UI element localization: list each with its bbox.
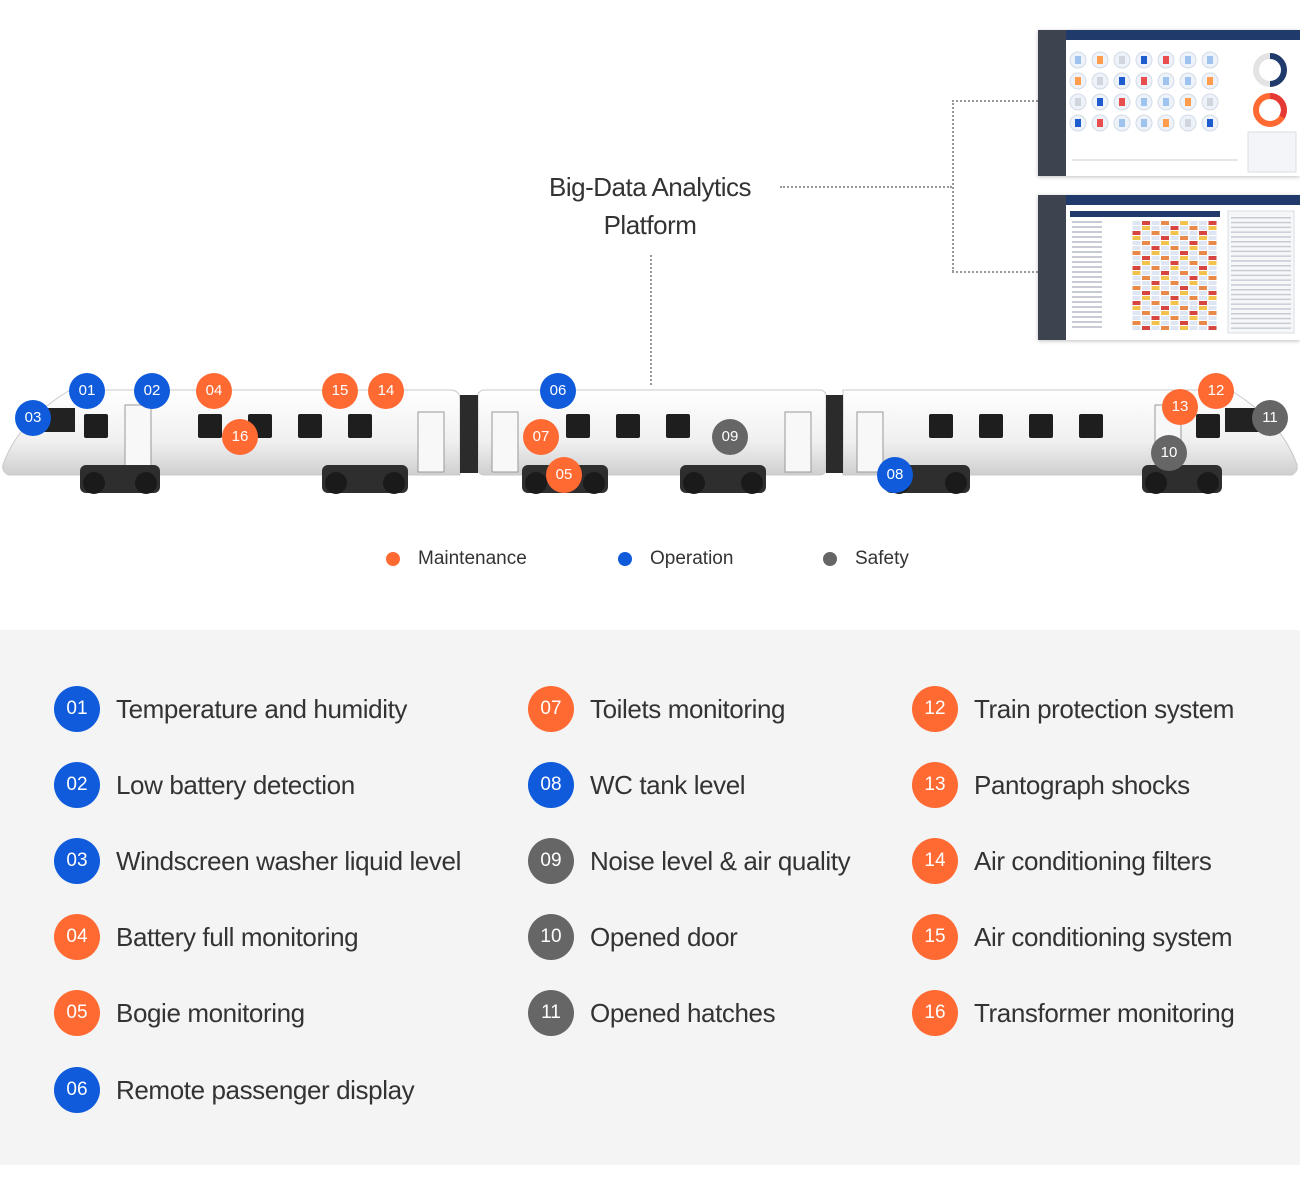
train-marker-13: 13 bbox=[1162, 389, 1198, 425]
train-marker-16: 16 bbox=[222, 419, 258, 455]
sensor-label: Noise level & air quality bbox=[590, 846, 851, 876]
train-marker-15: 15 bbox=[322, 373, 358, 409]
train-marker-12: 12 bbox=[1198, 373, 1234, 409]
train-marker-10: 10 bbox=[1151, 435, 1187, 471]
sensor-number-badge: 16 bbox=[912, 990, 958, 1036]
sensor-number-badge: 08 bbox=[528, 762, 574, 808]
sensor-label: Battery full monitoring bbox=[116, 922, 359, 952]
legend-maintenance: Maintenance bbox=[386, 548, 527, 570]
sensor-label: WC tank level bbox=[590, 770, 746, 800]
sensor-label: Opened door bbox=[590, 922, 738, 952]
train-marker-04: 04 bbox=[196, 373, 232, 409]
sensor-number-badge: 11 bbox=[528, 990, 574, 1036]
connector-vertical bbox=[650, 255, 652, 385]
legend-operation-label: Operation bbox=[650, 548, 734, 569]
sensor-label: Air conditioning system bbox=[974, 922, 1233, 952]
sensor-number-badge: 10 bbox=[528, 914, 574, 960]
connector-horizontal bbox=[780, 186, 952, 188]
operation-dot-icon bbox=[618, 551, 632, 566]
sensor-number-badge: 06 bbox=[54, 1067, 100, 1113]
sensor-label: Air conditioning filters bbox=[974, 846, 1212, 876]
sensor-number-badge: 01 bbox=[54, 686, 100, 732]
platform-title-line1: Big-Data Analytics bbox=[549, 172, 751, 202]
train-marker-02: 02 bbox=[134, 373, 170, 409]
safety-dot-icon bbox=[823, 551, 837, 566]
train-marker-08: 08 bbox=[877, 457, 913, 493]
sensor-number-badge: 15 bbox=[912, 914, 958, 960]
dashboard-status-graphic bbox=[1069, 51, 1297, 173]
sensor-list-panel bbox=[0, 630, 1300, 1165]
connector-branch bbox=[952, 100, 954, 272]
sensor-label: Toilets monitoring bbox=[590, 694, 786, 724]
sensor-number-badge: 05 bbox=[54, 990, 100, 1036]
sensor-label: Train protection system bbox=[974, 694, 1235, 724]
legend-maintenance-label: Maintenance bbox=[418, 548, 527, 569]
sensor-label: Opened hatches bbox=[590, 998, 776, 1028]
train-marker-01: 01 bbox=[69, 373, 105, 409]
sensor-label: Pantograph shocks bbox=[974, 770, 1190, 800]
maintenance-dot-icon bbox=[386, 551, 400, 566]
dashboard-thumbnail-status bbox=[1038, 30, 1300, 176]
connector-to-dashboard-1 bbox=[952, 100, 1038, 102]
sensor-number-badge: 14 bbox=[912, 838, 958, 884]
sensor-number-badge: 04 bbox=[54, 914, 100, 960]
train-marker-11: 11 bbox=[1252, 400, 1288, 436]
sensor-number-badge: 07 bbox=[528, 686, 574, 732]
legend-operation: Operation bbox=[618, 548, 733, 570]
platform-title-line2: Platform bbox=[603, 210, 697, 240]
train-marker-06: 06 bbox=[540, 373, 576, 409]
sensor-label: Bogie monitoring bbox=[116, 998, 305, 1028]
platform-title: Big-Data Analytics Platform bbox=[530, 168, 770, 244]
dashboard-monitoring-graphic bbox=[1070, 210, 1295, 334]
sensor-label: Remote passenger display bbox=[116, 1075, 415, 1105]
sensor-number-badge: 12 bbox=[912, 686, 958, 732]
sensor-label: Windscreen washer liquid level bbox=[116, 846, 461, 876]
legend-safety: Safety bbox=[823, 548, 909, 570]
connector-to-dashboard-2 bbox=[952, 271, 1038, 273]
train-illustration bbox=[2, 389, 1298, 494]
sensor-number-badge: 09 bbox=[528, 838, 574, 884]
sensor-label: Low battery detection bbox=[116, 770, 355, 800]
dashboard-thumbnail-monitoring bbox=[1038, 195, 1300, 340]
train-marker-14: 14 bbox=[368, 373, 404, 409]
sensor-label: Transformer monitoring bbox=[974, 998, 1235, 1028]
train-marker-03: 03 bbox=[15, 400, 51, 436]
legend-safety-label: Safety bbox=[855, 548, 909, 569]
train-marker-05: 05 bbox=[546, 457, 582, 493]
sensor-number-badge: 13 bbox=[912, 762, 958, 808]
train-marker-07: 07 bbox=[523, 419, 559, 455]
sensor-number-badge: 02 bbox=[54, 762, 100, 808]
sensor-label: Temperature and humidity bbox=[116, 694, 407, 724]
train-marker-09: 09 bbox=[712, 419, 748, 455]
sensor-number-badge: 03 bbox=[54, 838, 100, 884]
